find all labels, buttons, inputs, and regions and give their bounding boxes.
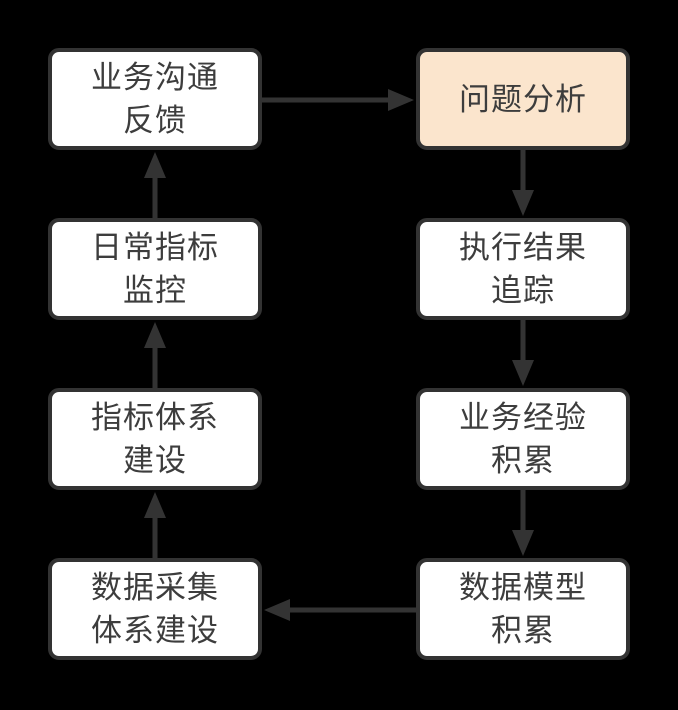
flow-node-label: 反馈 — [123, 103, 187, 138]
flow-node-data-model-accumulation: 数据模型积累 — [416, 558, 630, 660]
flow-node-data-collection-system-building: 数据采集体系建设 — [48, 558, 262, 660]
flow-node-problem-analysis: 问题分析 — [416, 48, 630, 150]
flow-node-label: 执行结果 — [459, 230, 587, 265]
arrow-data-collection-system-building-to-indicator-system-building — [144, 492, 166, 558]
arrow-business-experience-accumulation-to-data-model-accumulation — [512, 490, 534, 556]
flow-node-business-communication-feedback: 业务沟通反馈 — [48, 48, 262, 150]
flow-node-label: 数据采集 — [91, 570, 219, 605]
flow-node-label: 指标体系 — [91, 400, 219, 435]
flow-node-label: 积累 — [491, 613, 555, 648]
arrow-execution-result-tracking-to-business-experience-accumulation — [512, 320, 534, 386]
flow-node-label: 建设 — [123, 443, 187, 478]
flow-node-label: 业务沟通 — [91, 60, 219, 95]
flow-node-label: 积累 — [491, 443, 555, 478]
flow-node-label: 日常指标 — [91, 230, 219, 265]
flow-node-label: 追踪 — [491, 273, 555, 308]
flow-node-label: 监控 — [123, 273, 187, 308]
flow-node-execution-result-tracking: 执行结果追踪 — [416, 218, 630, 320]
arrow-problem-analysis-to-execution-result-tracking — [512, 150, 534, 216]
arrow-data-model-accumulation-to-data-collection-system-building — [264, 599, 416, 621]
flow-node-label: 业务经验 — [459, 400, 587, 435]
arrow-business-communication-feedback-to-problem-analysis — [262, 89, 414, 111]
flow-node-business-experience-accumulation: 业务经验积累 — [416, 388, 630, 490]
arrow-daily-indicator-monitoring-to-business-communication-feedback — [144, 152, 166, 218]
flow-node-label: 数据模型 — [459, 570, 587, 605]
arrow-indicator-system-building-to-daily-indicator-monitoring — [144, 322, 166, 388]
flow-node-label: 体系建设 — [91, 613, 219, 648]
flow-node-label: 问题分析 — [459, 81, 587, 117]
flow-node-indicator-system-building: 指标体系建设 — [48, 388, 262, 490]
flow-node-daily-indicator-monitoring: 日常指标监控 — [48, 218, 262, 320]
